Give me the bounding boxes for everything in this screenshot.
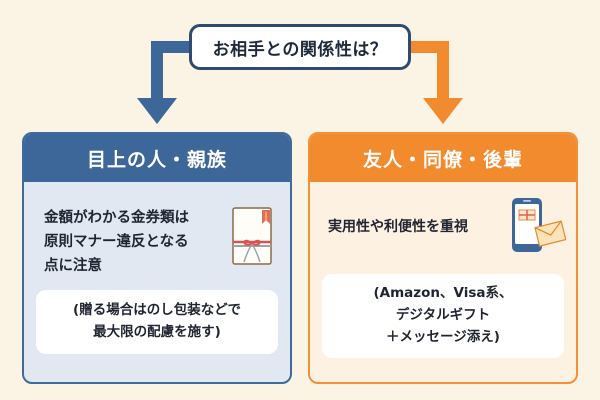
relationship-question: お相手との関係性は？ — [189, 24, 411, 70]
note-line: 最大限の配慮を施す) — [93, 324, 221, 340]
gift-options-note: (Amazon、Visa系、 デジタルギフト ＋メッセージ添え) — [322, 274, 564, 358]
wrapping-advice-note: (贈る場合はのし包装などで 最大限の配慮を施す) — [36, 290, 278, 354]
panel-title-friends-colleagues: 友人・同僚・後輩 — [310, 134, 576, 182]
noshi-gift-envelope-icon — [232, 207, 272, 265]
senior-relatives-panel: 目上の人・親族 金額がわかる金券類は 原則マナー違反となる 点に注意 (贈る場合… — [22, 132, 292, 384]
friends-colleagues-panel: 友人・同僚・後輩 実用性や利便性を重視 (Amazon、Visa系、 デジタルギ… — [308, 132, 578, 384]
note-line: デジタルギフト — [395, 307, 491, 323]
note-line: ＋メッセージ添え) — [386, 329, 500, 345]
warning-line: 点に注意 — [44, 258, 102, 274]
gift-voucher-warning: 金額がわかる金券類は 原則マナー違反となる 点に注意 — [44, 206, 224, 278]
warning-line: 原則マナー違反となる — [44, 234, 189, 250]
panel-title-senior-relatives: 目上の人・親族 — [24, 134, 290, 182]
arrow-to-left-panel — [137, 41, 189, 124]
warning-line: 金額がわかる金券類は — [44, 210, 189, 226]
arrow-to-right-panel — [411, 41, 463, 124]
note-line: (贈る場合はのし包装などで — [73, 302, 241, 318]
note-line: (Amazon、Visa系、 — [373, 285, 513, 301]
practicality-recommendation: 実用性や利便性を重視 — [328, 219, 468, 235]
smartphone-envelope-icon — [512, 198, 566, 252]
